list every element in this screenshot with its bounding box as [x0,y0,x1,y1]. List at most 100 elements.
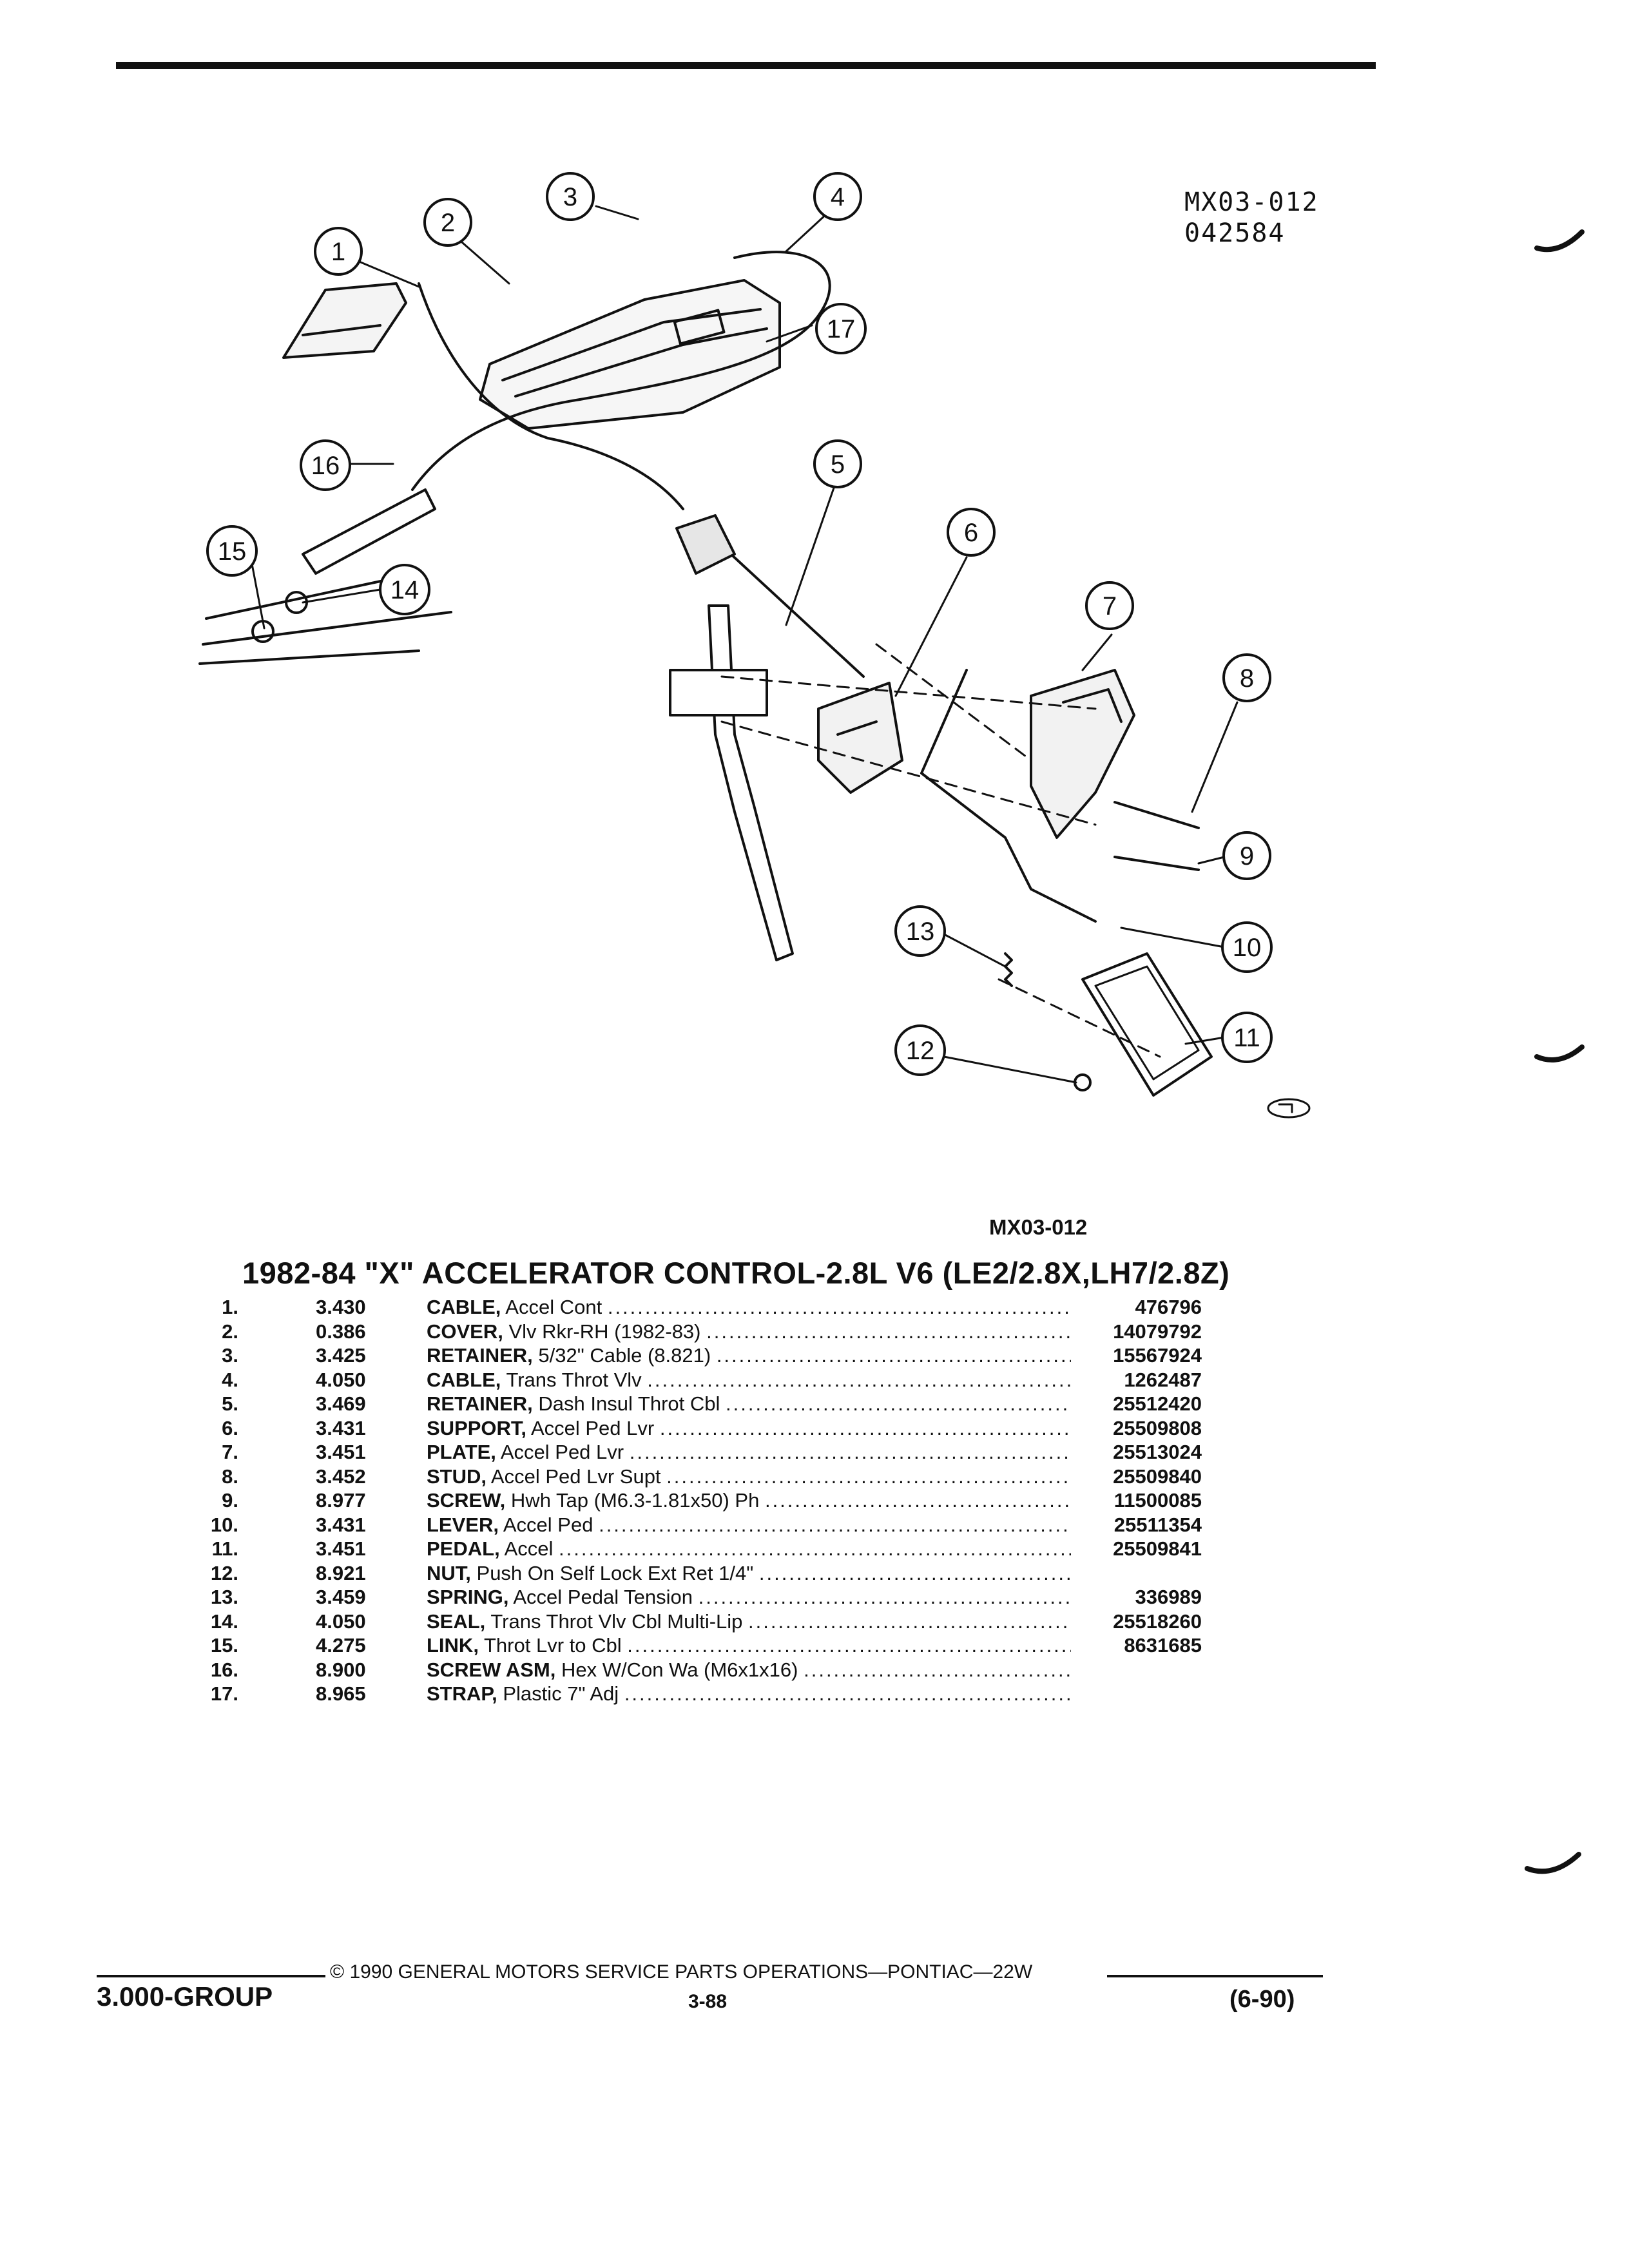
group-number: 3.431 [316,1513,366,1536]
part-detail: Push On Self Lock Ext Ret 1/4" [476,1561,754,1584]
leader-dots: ........................................… [706,1320,1071,1343]
gm-symbol-icon [1267,1098,1311,1119]
part-name: SEAL, [427,1610,486,1633]
part-name: LINK, [427,1634,479,1657]
firewall-bracket [669,514,794,961]
part-name: NUT, [427,1561,471,1584]
item-number: 14. [210,1610,238,1633]
callout-label-5: 5 [831,450,845,479]
pedal-lever-plate [1030,669,1135,839]
callout-label-15: 15 [218,537,247,566]
item-number: 4. [222,1368,238,1391]
callout-15: 15 [206,525,258,577]
part-name: PLATE, [427,1441,496,1463]
accelerator-control-diagram: 1 2 3 4 5 6 7 8 9 10 11 12 13 14 15 16 1… [198,172,1311,1119]
part-number: 25518260 [1109,1609,1202,1633]
callout-label-9: 9 [1240,842,1254,870]
callout-label-3: 3 [563,183,577,211]
part-detail: Vlv Rkr-RH (1982-83) [508,1320,701,1343]
group-number: 8.977 [316,1489,366,1512]
top-rule [116,62,1376,69]
leader-dots: ........................................… [559,1537,1071,1560]
part-description: SPRING, Accel Pedal Tension ............… [427,1585,1071,1610]
air-cleaner-housing [282,282,407,359]
part-description: PEDAL, Accel ...........................… [427,1537,1071,1561]
parts-row: 16. 8.900 SCREW ASM, Hex W/Con Wa (M6x1x16… [187,1658,1218,1682]
item-number: 13. [210,1586,238,1608]
callout-2: 2 [423,198,472,247]
part-description: SUPPORT, Accel Ped Lvr .................… [427,1416,1071,1441]
valve-cover [479,279,781,430]
group-number: 0.386 [316,1320,366,1343]
callout-16: 16 [300,439,351,491]
callout-5: 5 [813,439,862,488]
cable-accel [418,282,684,510]
part-description: RETAINER, 5/32" Cable (8.821) ..........… [427,1343,1071,1368]
part-detail: Accel Ped Lvr Supt [490,1465,661,1488]
item-number: 11. [211,1537,238,1560]
part-number: 336989 [1131,1585,1202,1610]
leader-dots: ........................................… [764,1489,1071,1512]
part-number: 25513024 [1109,1440,1202,1465]
item-number: 10. [210,1513,238,1536]
figure-caption: MX03-012 [989,1215,1088,1239]
part-description: STUD, Accel Ped Lvr Supt ...............… [427,1465,1071,1489]
footer-copyright: © 1990 GENERAL MOTORS SERVICE PARTS OPER… [330,1961,1033,1983]
figure-code: MX03-012 042584 [1184,187,1319,249]
part-number: 1262487 [1120,1367,1202,1392]
callout-14: 14 [379,564,430,615]
part-description: SCREW, Hwh Tap (M6.3-1.81x50) Ph .......… [427,1488,1071,1513]
part-description: SCREW ASM, Hex W/Con Wa (M6x1x16) ......… [427,1658,1071,1682]
part-name: RETAINER, [427,1392,533,1415]
callout-label-13: 13 [906,918,935,946]
group-number: 8.921 [316,1561,366,1584]
callout-leaders [250,205,1239,1084]
item-number: 1. [222,1296,238,1318]
leader-dots: ........................................… [698,1586,1071,1608]
callout-13: 13 [894,905,946,957]
part-name: SPRING, [427,1586,509,1608]
callout-label-14: 14 [390,576,419,604]
callout-8: 8 [1222,653,1271,702]
tension-spring [1004,952,1013,987]
footer-date: (6-90) [1229,1986,1295,2013]
leader-dots: ........................................… [666,1465,1071,1488]
callout-label-17: 17 [827,315,856,343]
part-detail: 5/32" Cable (8.821) [538,1344,711,1367]
callout-label-16: 16 [311,452,340,480]
footer-group: 3.000-GROUP [97,1981,273,2012]
item-number: 16. [210,1658,238,1681]
leader-dots: ........................................… [758,1561,1071,1584]
group-number: 8.900 [316,1658,366,1681]
part-number: 25509808 [1109,1416,1202,1440]
part-name: COVER, [427,1320,503,1343]
binding-mark-icon [1534,1044,1585,1062]
item-number: 6. [222,1416,238,1439]
group-number: 3.425 [316,1344,366,1367]
group-number: 4.275 [316,1634,366,1657]
cable-trans [411,251,831,491]
item-number: 7. [222,1441,238,1463]
part-number: 14079792 [1109,1319,1202,1343]
part-name: SCREW, [427,1489,506,1512]
figure-code-line-2: 042584 [1184,218,1286,248]
part-description: COVER, Vlv Rkr-RH (1982-83) ............… [427,1320,1071,1344]
part-number: 476796 [1131,1295,1202,1320]
callout-17: 17 [815,303,867,354]
part-number: 8631685 [1120,1633,1202,1658]
binding-mark-icon [1525,1852,1581,1874]
callout-6: 6 [947,508,996,557]
part-name: CABLE, [427,1368,501,1391]
part-number: 25511354 [1110,1512,1202,1537]
item-number: 15. [210,1634,238,1657]
part-name: SCREW ASM, [427,1658,556,1681]
